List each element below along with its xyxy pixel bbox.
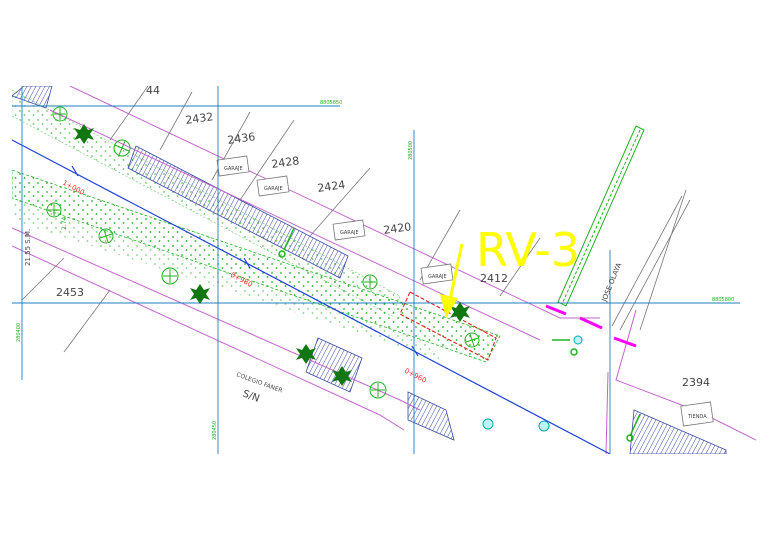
garage-boxes (216, 155, 714, 427)
lot-number: 2432 (185, 110, 215, 127)
callout-arrow (440, 243, 464, 318)
detail-area-box (399, 291, 497, 361)
grid-coordinate: 280500 (408, 141, 414, 160)
chainage-label: 0+960 (403, 367, 428, 385)
lot-side-label: 2.74 (61, 216, 68, 230)
callout-label: RV-3 (476, 223, 580, 277)
parking-bay-hatched (305, 337, 363, 393)
lot-side-label: 21.55 S.M. (24, 229, 32, 266)
tienda-label: TIENDA (687, 414, 707, 420)
grid-coordinate: 280400 (16, 323, 22, 342)
light-poles (278, 227, 641, 442)
grid-coordinate: 8805800 (712, 297, 734, 303)
axis-ticks (71, 165, 419, 357)
lot-number: 2424 (317, 178, 347, 195)
lot-number: 2412 (480, 272, 508, 285)
parallel-road-edge (611, 195, 691, 331)
garage-label: GARAJE (264, 186, 283, 192)
property-lines (12, 86, 756, 454)
walkway-structure (557, 125, 645, 307)
garage-label: GARAJE (428, 274, 447, 280)
lot-number: 2420 (383, 220, 413, 237)
street-name: JOSE OLAYA (600, 262, 623, 304)
parking-bay-hatched (127, 145, 349, 279)
road-axis (12, 139, 611, 454)
utility-fixtures (482, 335, 583, 432)
garage-label: GARAJE (224, 166, 243, 172)
parking-bay-hatched (407, 391, 455, 441)
crossing-markers (545, 304, 637, 348)
lot-number: 2428 (271, 154, 301, 171)
school-number: S/N (241, 388, 261, 404)
lot-number: 2453 (56, 286, 84, 299)
parking-bay-hatched (629, 409, 727, 454)
shrub-symbols (74, 124, 470, 386)
tree-symbols (46, 106, 480, 399)
grid-coordinate: 280450 (212, 421, 218, 440)
planting-strip-lower (12, 169, 501, 363)
school-name: COLEGIO FANER (235, 371, 283, 394)
lot-number: 2394 (682, 376, 710, 389)
garage-label: GARAJE (340, 230, 359, 236)
lot-number: 2436 (227, 130, 257, 147)
lot-number: 44 (146, 84, 160, 97)
grid-coordinate: 8805850 (320, 100, 342, 106)
coordinate-grid (12, 86, 740, 454)
